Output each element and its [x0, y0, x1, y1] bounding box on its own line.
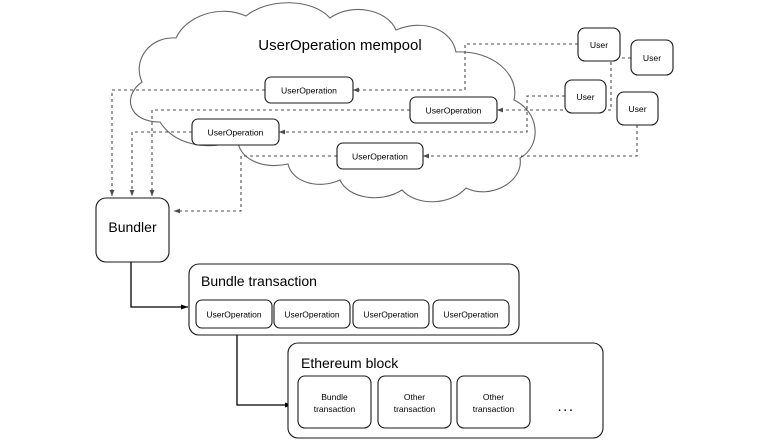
mempool-op-1[interactable]: UserOperation — [264, 76, 354, 104]
edge-op2-to-bundler — [149, 109, 410, 197]
dashed-connectors — [109, 43, 638, 214]
bundle-op-2[interactable]: UserOperation — [273, 299, 351, 329]
block-tx-2[interactable]: Other transaction — [377, 375, 452, 429]
bundle-transaction-title: Bundle transaction — [201, 273, 317, 289]
edge-op3-to-bundler — [129, 131, 192, 197]
edge-user4-to-op4 — [422, 125, 638, 159]
edge-user2-to-op2 — [496, 57, 631, 113]
bundle-op-3[interactable]: UserOperation — [352, 299, 430, 329]
user-box-4-label: User — [628, 104, 646, 114]
bundle-op-2-label: UserOperation — [284, 310, 340, 320]
ethereum-block-title: Ethereum block — [301, 355, 399, 371]
block-tx-1-label-line2: transaction — [314, 404, 356, 414]
edge-bundler-to-bundle — [130, 262, 188, 310]
mempool-op-2[interactable]: UserOperation — [409, 96, 498, 124]
bundle-op-4[interactable]: UserOperation — [432, 299, 510, 329]
solid-connectors — [130, 262, 292, 408]
block-tx-3-label-line2: transaction — [473, 404, 515, 414]
block-tx-2-label-line2: transaction — [394, 404, 436, 414]
block-tx-1[interactable]: Bundle transaction — [297, 375, 372, 429]
bundle-op-4-label: UserOperation — [443, 310, 499, 320]
mempool-op-2-label: UserOperation — [426, 106, 482, 116]
user-box-1[interactable]: User — [577, 27, 621, 62]
bundle-op-1[interactable]: UserOperation — [195, 299, 273, 329]
mempool-op-3-label: UserOperation — [208, 128, 264, 138]
user-boxes: User User User User — [564, 27, 674, 126]
edge-user3-to-op3 — [278, 95, 565, 135]
bundle-op-1-label: UserOperation — [206, 310, 262, 320]
mempool-op-4-label: UserOperation — [352, 152, 408, 162]
user-box-1-label: User — [590, 40, 608, 50]
user-box-2[interactable]: User — [630, 39, 674, 76]
edge-op1-to-bundler — [109, 89, 265, 197]
block-tx-3-label-line1: Other — [483, 392, 504, 402]
bundler-node[interactable]: Bundler — [95, 197, 170, 263]
edge-op4-to-bundler — [173, 155, 337, 214]
bundle-transaction-container: Bundle transaction UserOperation UserOpe… — [188, 263, 520, 336]
mempool-op-3[interactable]: UserOperation — [191, 118, 280, 146]
user-box-3-label: User — [576, 92, 594, 102]
ethereum-block-container: Ethereum block Bundle transaction Other … — [287, 342, 604, 439]
block-tx-2-label-line1: Other — [404, 392, 425, 402]
user-box-4[interactable]: User — [616, 91, 659, 126]
block-ellipsis: ... — [557, 398, 574, 415]
block-tx-3[interactable]: Other transaction — [456, 375, 531, 429]
mempool-operation-boxes: UserOperation UserOperation UserOperatio… — [191, 76, 498, 170]
mempool-op-1-label: UserOperation — [281, 86, 337, 96]
block-tx-1-label-line1: Bundle — [321, 392, 348, 402]
edge-user1-to-op1 — [352, 43, 578, 93]
bundle-op-3-label: UserOperation — [363, 310, 419, 320]
mempool-op-4[interactable]: UserOperation — [336, 142, 424, 170]
user-box-2-label: User — [643, 53, 661, 63]
edge-bundle-to-block — [236, 335, 292, 408]
user-box-3[interactable]: User — [564, 79, 607, 114]
mempool-title: UserOperation mempool — [258, 37, 421, 54]
bundler-label: Bundler — [108, 219, 157, 235]
